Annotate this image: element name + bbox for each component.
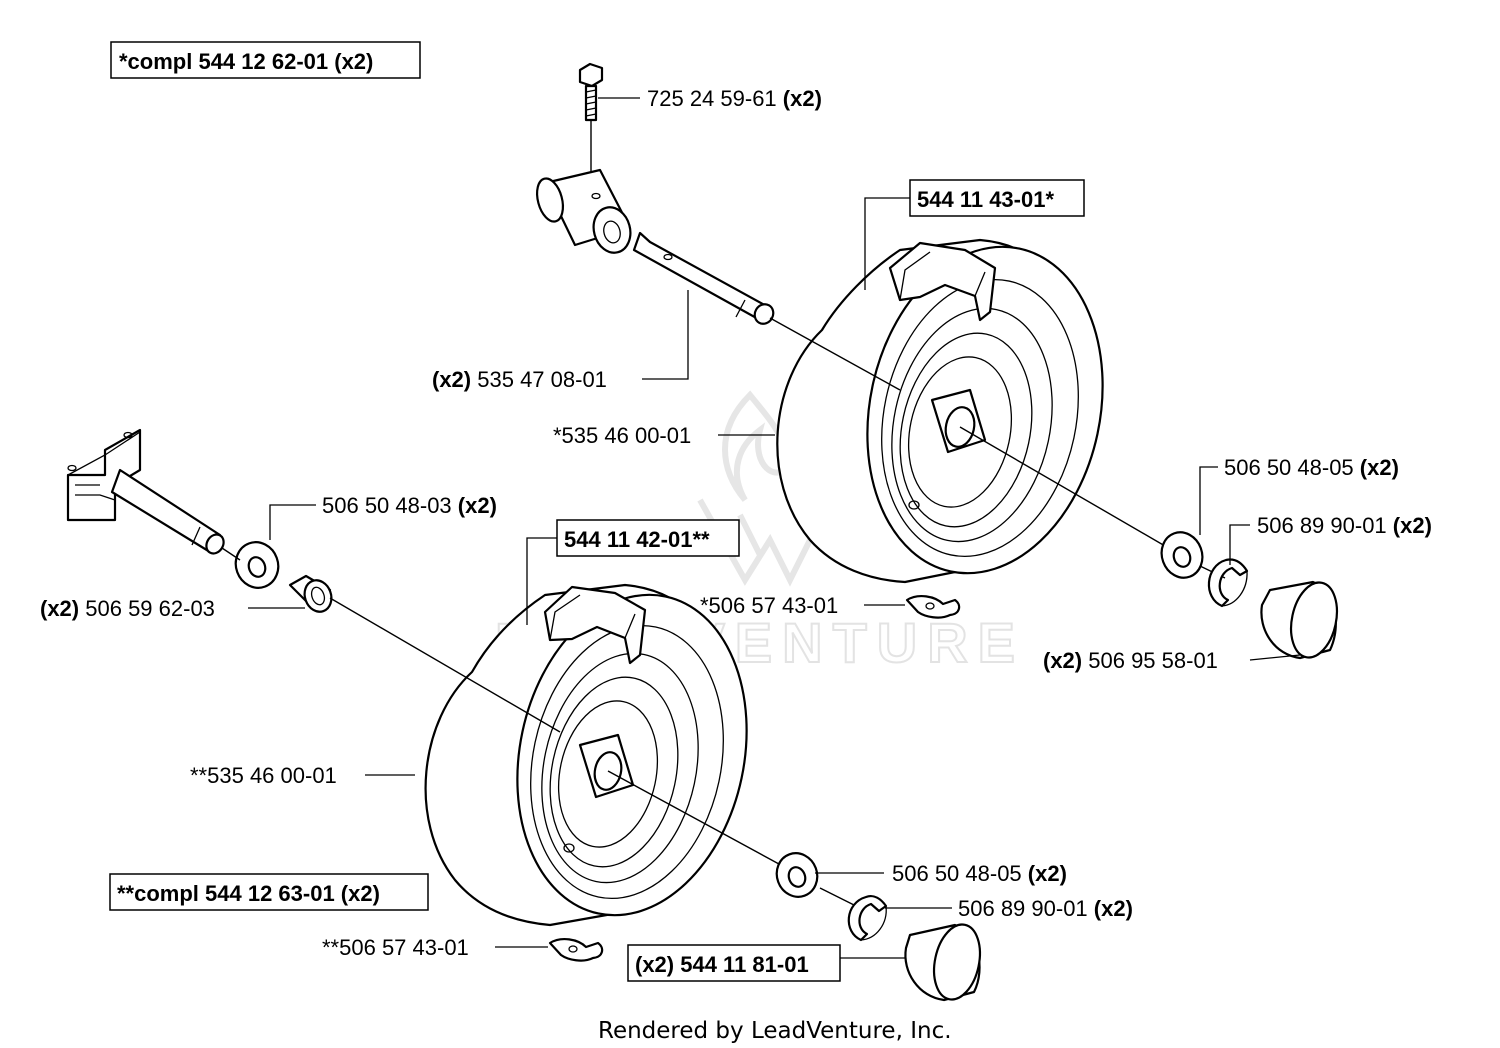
axle-shaft (110, 468, 225, 555)
kit-label-a: *compl 544 12 62-01 (x2) (110, 41, 421, 79)
kit-label-b: **compl 544 12 63-01 (x2) (109, 873, 429, 911)
pivot-tube (535, 168, 632, 254)
washer-lower (775, 852, 819, 898)
washer-axle (234, 541, 280, 589)
assembly-label-wheel-upper: 544 11 43-01* (909, 179, 1085, 217)
svg-text:(x2) 544 11 81-01: (x2) 544 11 81-01 (635, 952, 809, 977)
leader-lines (248, 97, 1301, 959)
callout-key-lower: **506 57 43-01 (322, 935, 469, 960)
callout-bolt: 725 24 59-61 (x2) (647, 86, 822, 111)
callout-washer-axle: 506 50 48-03 (x2) (322, 493, 497, 518)
washer-upper (1160, 531, 1204, 579)
callout-washer-lower: 506 50 48-05 (x2) (892, 861, 1067, 886)
svg-text:*compl 544 12 62-01 (x2): *compl 544 12 62-01 (x2) (119, 49, 373, 74)
callout-key-upper: *506 57 43-01 (700, 593, 838, 618)
bushing (288, 574, 333, 613)
svg-text:**compl 544 12 63-01 (x2): **compl 544 12 63-01 (x2) (117, 881, 380, 906)
callout-bushing: (x2) 506 59 62-03 (40, 596, 215, 621)
axis-line-axle (221, 547, 241, 561)
wheel-upper (776, 238, 1104, 584)
axle-bracket (66, 428, 142, 522)
callout-clip-lower: 506 89 90-01 (x2) (958, 896, 1133, 921)
clip-lower (847, 895, 888, 942)
key-upper (905, 594, 961, 619)
callout-tire-upper: *535 46 00-01 (553, 423, 691, 448)
wheel-lower (424, 583, 748, 927)
key-lower (548, 937, 604, 962)
bolt (578, 62, 604, 195)
callout-clip-upper: 506 89 90-01 (x2) (1257, 513, 1432, 538)
hub-cap-lower (904, 923, 982, 1002)
callout-cap-upper: (x2) 506 95 58-01 (1043, 648, 1218, 673)
callout-shaft: (x2) 535 47 08-01 (432, 367, 607, 392)
callout-washer-upper: 506 50 48-05 (x2) (1224, 455, 1399, 480)
assembly-label-hubcap-kit: (x2) 544 11 81-01 (627, 944, 841, 982)
svg-text:544 11 42-01**: 544 11 42-01** (564, 527, 710, 552)
shaft-upper (632, 231, 775, 325)
footer-credit: Rendered by LeadVenture, Inc. (598, 1018, 952, 1044)
assembly-label-wheel-lower: 544 11 42-01** (556, 519, 740, 557)
hub-cap-upper (1260, 580, 1339, 660)
clip-upper (1207, 558, 1249, 608)
svg-text:544 11 43-01*: 544 11 43-01* (917, 187, 1054, 212)
callout-tire-lower: **535 46 00-01 (190, 763, 337, 788)
